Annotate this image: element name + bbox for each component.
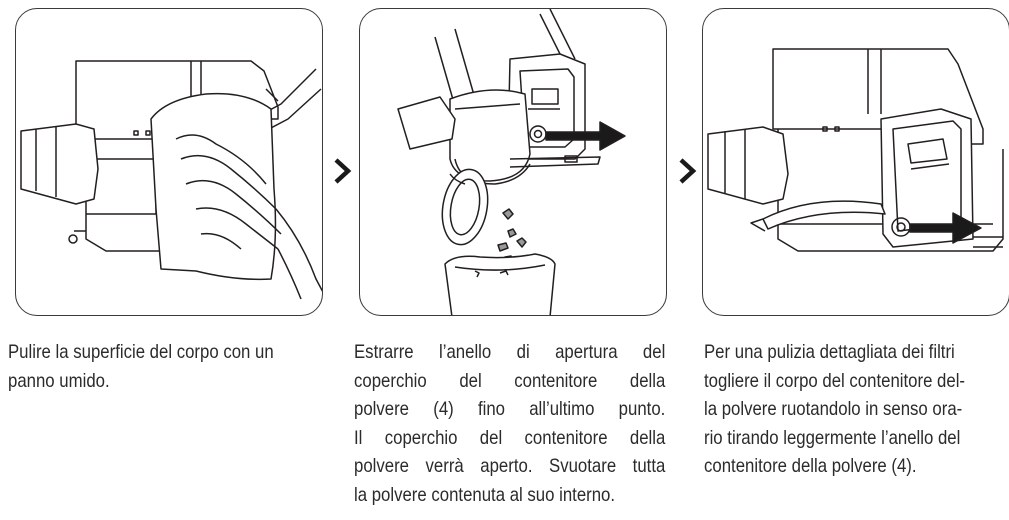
dust-container-rotate-drawing <box>707 48 1004 252</box>
caption-line: la polvere ruotandolo in senso ora- <box>704 398 963 420</box>
caption-line: togliere il corpo del contenitore del- <box>704 369 966 392</box>
step-3-illustration <box>702 8 1009 316</box>
caption-line: polvere (4) fino all’ultimo punto. <box>354 398 666 420</box>
caption-line: Pulire la superficie del corpo con un <box>8 341 274 363</box>
caption-line: polvere verrà aperto. Svuotare tutta <box>354 455 666 477</box>
chevron-right-icon <box>334 158 352 189</box>
caption-line: la polvere contenuta al suo interno. <box>354 483 616 506</box>
caption-line: Per una pulizia dettagliata dei filtri <box>704 341 955 363</box>
vacuum-body-wipe-drawing <box>20 60 322 300</box>
dust-container-open-drawing <box>397 9 626 315</box>
step-2-illustration <box>359 8 667 316</box>
caption-line: coperchio del contenitore della <box>354 369 666 392</box>
caption-line: rio tirando leggermente l’anello del <box>704 426 961 449</box>
step-1-illustration <box>15 8 323 316</box>
step-2-caption: Estrarre l’anello di apertura del coperc… <box>354 338 665 509</box>
step-1-caption: Pulire la superficie del corpo con un pa… <box>8 338 318 395</box>
caption-line: contenitore della polvere (4). <box>704 455 917 477</box>
caption-line: Estrarre l’anello di apertura del <box>354 341 666 363</box>
step-3-caption: Per una pulizia dettagliata dei filtri t… <box>704 338 1009 481</box>
chevron-right-icon <box>679 158 697 189</box>
caption-line: Il coperchio del contenitore della <box>354 426 666 449</box>
caption-line: panno umido. <box>8 369 110 392</box>
